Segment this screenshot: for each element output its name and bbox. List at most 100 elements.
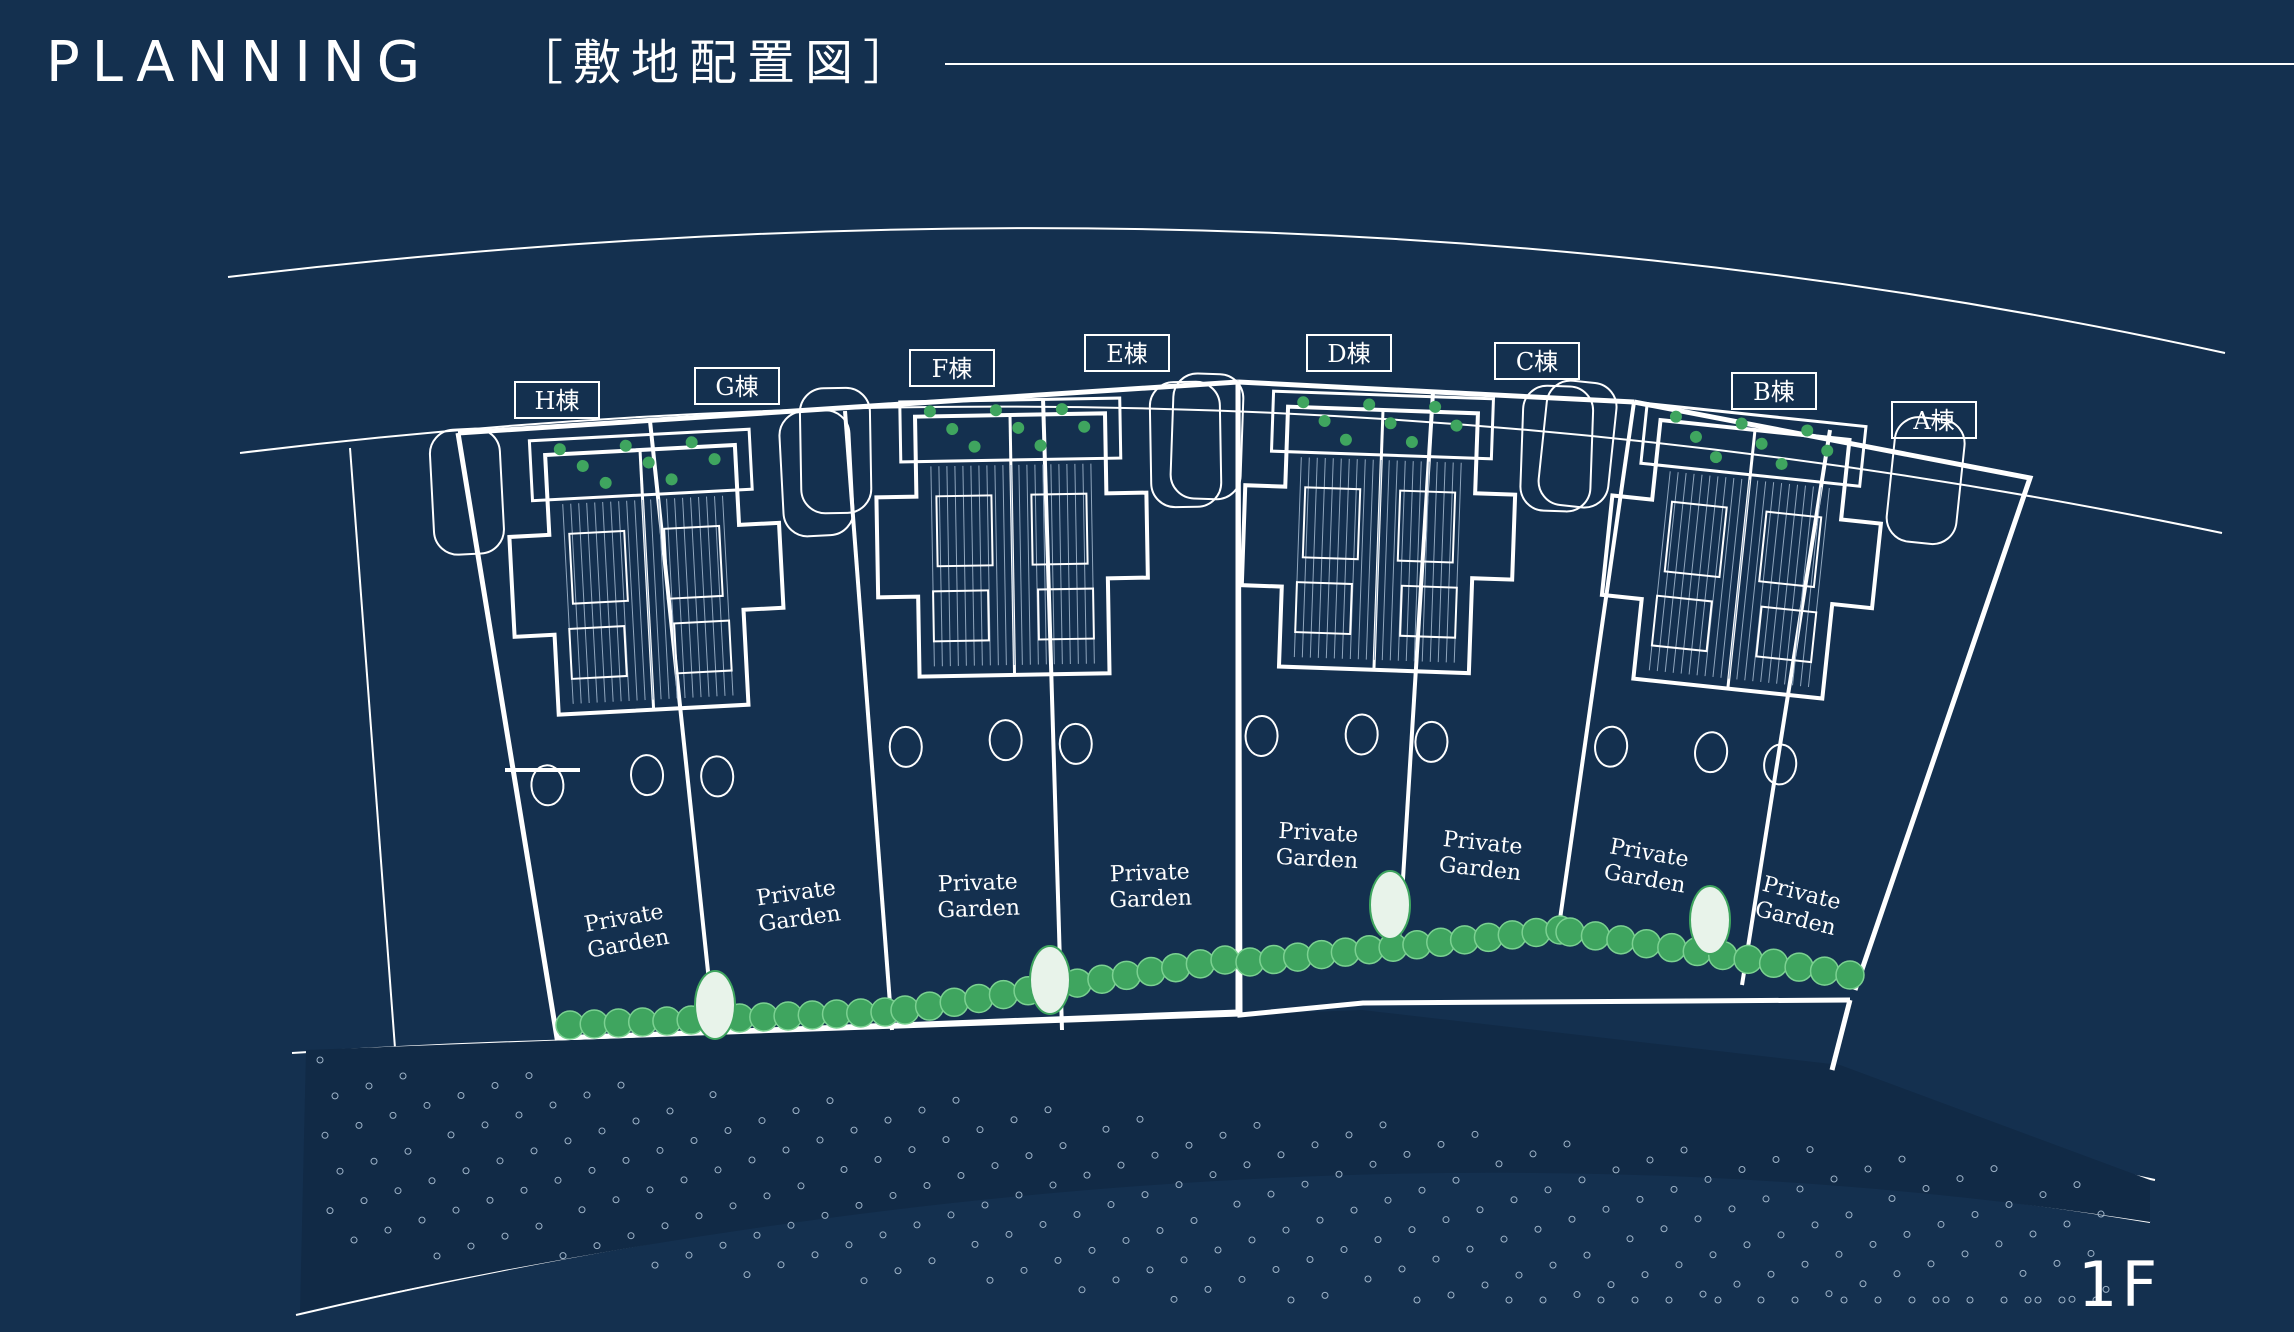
gravel-dot: [1578, 1176, 1586, 1184]
gravel-dot: [1626, 1235, 1634, 1243]
building-label-f: F棟: [909, 349, 995, 387]
gravel-dot: [394, 1187, 402, 1195]
gravel-dot: [1500, 1235, 1508, 1243]
gravel-dot: [1282, 1226, 1290, 1234]
gravel-dot: [1665, 1296, 1673, 1304]
gravel-dot: [777, 1261, 785, 1269]
gravel-dot: [1529, 1150, 1537, 1158]
gravel-dot: [1141, 1191, 1149, 1199]
gravel-dot: [559, 1252, 567, 1260]
gravel-dot: [462, 1167, 470, 1175]
building-units: [428, 372, 1966, 807]
gravel-dot: [404, 1147, 412, 1155]
tree-icon: [1689, 430, 1702, 443]
shrub-icon: [1580, 921, 1611, 951]
garden-label-line2: Garden: [1275, 845, 1359, 874]
tree-icon: [968, 440, 981, 453]
tree-icon: [1078, 420, 1091, 433]
car-icon: [1885, 416, 1966, 546]
gravel-dot: [1995, 1240, 2003, 1248]
gravel-dot: [1190, 1217, 1198, 1225]
gravel-dot: [816, 1136, 824, 1144]
gravel-dot: [1088, 1246, 1096, 1254]
gravel-dot: [622, 1156, 630, 1164]
gravel-dot: [1054, 1256, 1062, 1264]
gravel-dot: [593, 1242, 601, 1250]
gravel-dot: [928, 1257, 936, 1265]
gravel-dot: [709, 1091, 717, 1099]
building-label-text: F棟: [932, 355, 973, 383]
gravel-dot: [588, 1166, 596, 1174]
gravel-dot: [690, 1136, 698, 1144]
shrub-icon: [1784, 952, 1814, 982]
shrub-icon: [1758, 948, 1789, 979]
gravel-dot: [1908, 1296, 1916, 1304]
table-icon: [888, 725, 923, 768]
page-subtitle: ［敷地配置図］: [515, 35, 922, 91]
gravel-dot: [1714, 1296, 1722, 1304]
gravel-dot: [1612, 1166, 1620, 1174]
gravel-dot: [685, 1251, 693, 1259]
tree-icon: [576, 460, 589, 473]
gravel-dot: [1757, 1296, 1765, 1304]
gravel-dot: [2039, 1191, 2047, 1199]
table-icon: [1763, 743, 1798, 786]
gravel-dot: [1175, 1181, 1183, 1189]
gravel-dot: [457, 1091, 465, 1099]
gravel-dot: [2092, 1296, 2100, 1304]
gravel-dot: [1927, 1260, 1935, 1268]
gravel-dot: [923, 1181, 931, 1189]
car-icon: [1148, 380, 1223, 509]
gravel-dot: [811, 1251, 819, 1259]
gravel-dot: [1345, 1131, 1353, 1139]
building-label-d: D棟: [1306, 334, 1392, 372]
gravel-dot: [331, 1092, 339, 1100]
gravel-dot: [1990, 1165, 1998, 1173]
gravel-dot: [1660, 1225, 1668, 1233]
gravel-dot: [782, 1146, 790, 1154]
building-label-text: G棟: [715, 373, 758, 401]
table-icon: [1694, 731, 1729, 774]
gravel-dot: [2019, 1269, 2027, 1277]
gravel-dot: [2024, 1296, 2032, 1304]
gravel-dot: [1743, 1241, 1751, 1249]
gravel-dot: [913, 1221, 921, 1229]
gravel-dot: [1248, 1236, 1256, 1244]
gravel-dot: [729, 1202, 737, 1210]
tree-icon: [1755, 437, 1768, 450]
table-icon: [1414, 720, 1449, 763]
gravel-dot: [1272, 1265, 1280, 1273]
shrub-icon: [1835, 960, 1865, 990]
car-icon: [1169, 372, 1245, 501]
gravel-dot: [1568, 1215, 1576, 1223]
gravel-dot: [336, 1167, 344, 1175]
table-icon: [1344, 713, 1379, 756]
gravel-dot: [1107, 1201, 1115, 1209]
gravel-dot: [1602, 1205, 1610, 1213]
gravel-dot: [1020, 1266, 1028, 1274]
gravel-dot: [1306, 1256, 1314, 1264]
gravel-dot: [1597, 1296, 1605, 1304]
gravel-dot: [792, 1107, 800, 1115]
table-icon: [988, 719, 1023, 762]
tree-icon: [1405, 436, 1418, 449]
gravel-dot: [2000, 1296, 2008, 1304]
gravel-dot: [724, 1127, 732, 1135]
gravel-dot: [2029, 1230, 2037, 1238]
gravel-dot: [1253, 1121, 1261, 1129]
gravel-dot: [1117, 1161, 1125, 1169]
shrub-icon: [1161, 952, 1191, 983]
gravel-dot: [1971, 1210, 1979, 1218]
shrub-icon: [1631, 928, 1662, 959]
shrub-icon: [964, 983, 994, 1014]
gravel-dot: [1364, 1275, 1372, 1283]
gravel-dot: [656, 1146, 664, 1154]
gravel-dot: [1476, 1206, 1484, 1214]
tree-icon: [1318, 414, 1331, 427]
gravel-dot: [418, 1216, 426, 1224]
feature-tree-icon: [1029, 945, 1071, 1015]
gravel-dot: [1301, 1180, 1309, 1188]
